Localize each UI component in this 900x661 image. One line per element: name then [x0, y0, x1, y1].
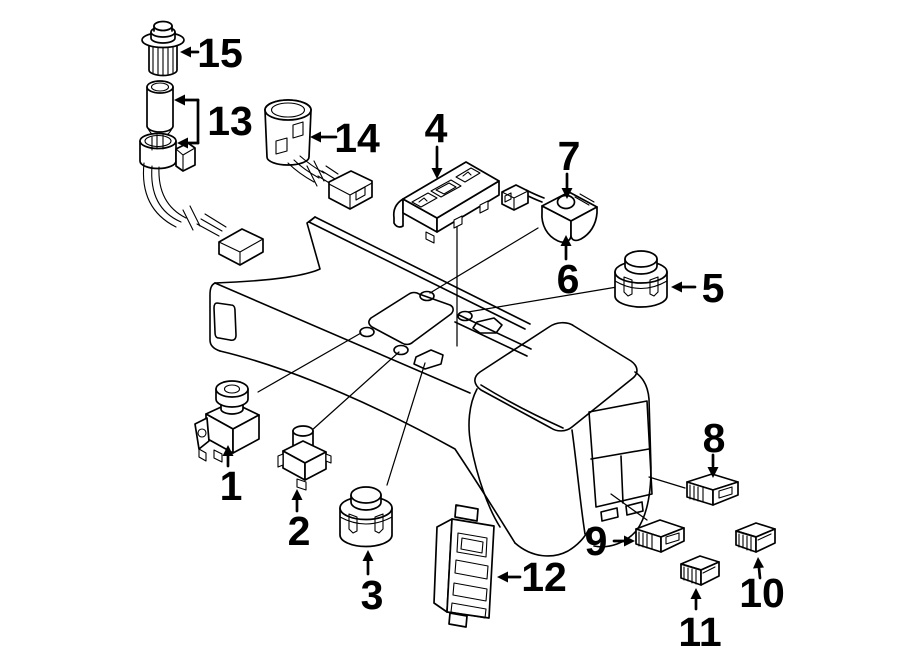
- callout-4[interactable]: 4: [425, 105, 448, 179]
- callout-8[interactable]: 8: [703, 415, 726, 478]
- callout-14[interactable]: 14: [310, 115, 380, 161]
- callout-2[interactable]: 2: [288, 489, 311, 554]
- callout-10[interactable]: 10: [739, 557, 785, 616]
- callout-6-number: 6: [557, 256, 580, 302]
- part-11-switch: [680, 555, 720, 586]
- callout-9-number: 9: [585, 518, 608, 564]
- callout-4-number: 4: [425, 105, 448, 151]
- part-1-switch: [194, 380, 260, 463]
- part-4-switch-panel: [392, 161, 500, 244]
- callout-11-number: 11: [678, 609, 721, 655]
- part-6-bracket: [501, 184, 598, 244]
- leader-lines: [257, 223, 686, 521]
- callout-6[interactable]: 6: [557, 235, 580, 302]
- callout-9[interactable]: 9: [585, 518, 635, 564]
- callout-14-number: 14: [334, 115, 380, 161]
- part-10-switch: [735, 522, 776, 553]
- callout-15-number: 15: [197, 30, 243, 76]
- part-8-switch: [686, 473, 739, 506]
- center-console-body: [209, 216, 653, 557]
- callout-3[interactable]: 3: [361, 550, 384, 618]
- callout-8-number: 8: [703, 415, 726, 461]
- callout-13[interactable]: 13: [174, 94, 253, 149]
- part-13-socket-and-wiring: [139, 80, 264, 266]
- callout-11[interactable]: 11: [678, 588, 722, 655]
- callout-13-number: 13: [207, 98, 253, 144]
- part-5-knob: [614, 250, 668, 308]
- part-7-sensor-button: [556, 194, 576, 210]
- callout-5-number: 5: [702, 265, 725, 311]
- callout-2-number: 2: [288, 508, 311, 554]
- callout-7[interactable]: 7: [558, 133, 581, 199]
- part-9-switch: [635, 519, 685, 553]
- part-14-lighter-socket: [264, 99, 373, 210]
- callout-10-number: 10: [739, 570, 785, 616]
- callout-5[interactable]: 5: [671, 265, 724, 311]
- callout-3-number: 3: [361, 572, 384, 618]
- callout-15[interactable]: 15: [180, 30, 243, 76]
- part-15-bulb-socket: [141, 20, 185, 77]
- callout-12[interactable]: 12: [497, 554, 567, 600]
- callout-7-number: 7: [558, 133, 581, 179]
- part-3-knob: [339, 486, 393, 548]
- callout-1-number: 1: [220, 463, 243, 509]
- part-2-switch: [277, 425, 332, 491]
- part-12-switch-panel: [433, 504, 495, 628]
- callout-12-number: 12: [521, 554, 567, 600]
- callout-1[interactable]: 1: [220, 445, 243, 509]
